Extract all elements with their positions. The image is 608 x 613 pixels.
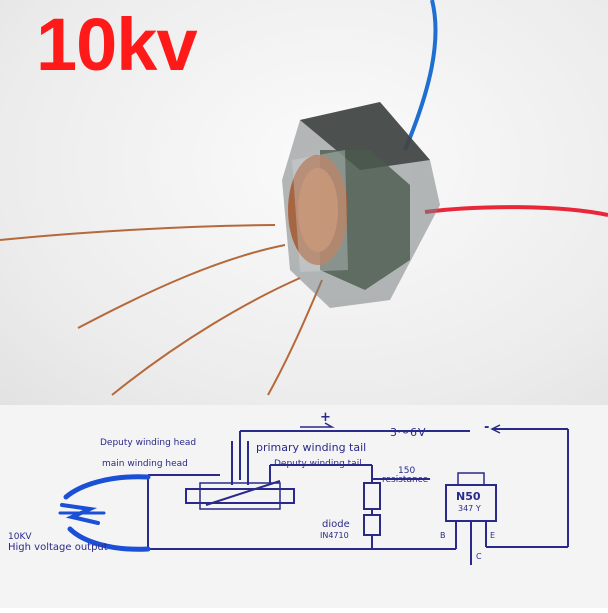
supply-voltage-label: 3～6V: [390, 426, 427, 439]
negative-terminal-sign: -: [484, 420, 490, 435]
copper-lead-1: [0, 224, 276, 241]
transformer-photo: 10kv: [0, 0, 608, 405]
transformer-body: [282, 102, 440, 308]
transistor-code-label: 347 Y: [458, 504, 481, 513]
transistor-part-label: N50: [456, 490, 481, 503]
deputy-winding-head-label: Deputy winding head: [100, 438, 197, 448]
diode-part-label: IN4710: [320, 531, 349, 540]
schematic-lines: [58, 422, 569, 565]
main-winding-head-label: main winding head: [102, 459, 188, 469]
resistor-value-label: 150: [398, 466, 416, 476]
voltage-title: 10kv: [36, 3, 198, 86]
copper-lead-4: [267, 279, 323, 396]
resistor-label: resistance: [382, 475, 429, 485]
deputy-winding-tail-label: Deputy winding tail: [274, 459, 362, 469]
copper-lead-3: [111, 277, 301, 396]
output-voltage-label: 10KV: [8, 532, 32, 542]
circuit-schematic: Deputy winding head primary winding tail…: [0, 405, 608, 608]
high-voltage-output-label: High voltage output: [8, 542, 108, 553]
transistor-pin-c: C: [476, 552, 482, 561]
diode-label: diode: [322, 519, 350, 530]
transformer-illustration: [0, 0, 608, 396]
copper-lead-2: [77, 244, 286, 329]
transistor-pin-b: B: [440, 531, 446, 540]
blue-wire: [403, 0, 438, 151]
primary-winding-tail-label: primary winding tail: [256, 441, 367, 454]
transistor-pin-e: E: [490, 531, 496, 540]
positive-terminal-sign: +: [320, 410, 331, 425]
spark-icon: [58, 474, 151, 552]
red-wire: [424, 205, 608, 217]
